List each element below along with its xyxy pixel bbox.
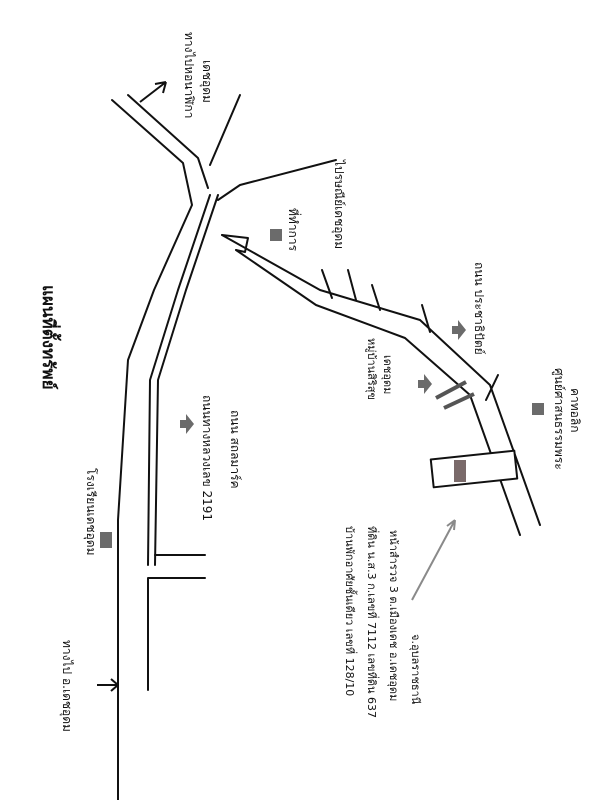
secondary-road-edge-2 — [235, 249, 521, 536]
village-label-2: เดชอุดม — [381, 355, 394, 395]
highway-number-label: ถนนทางหลวงเลข 2191 — [200, 395, 214, 522]
property-pointer-arrow-icon — [411, 519, 456, 601]
secondary-road-edge-1 — [221, 234, 541, 526]
village-row-1 — [435, 380, 467, 400]
religious-center-marker — [532, 403, 544, 415]
property-description-3: หน้าสำรวจ 3 ต.เมืองเดช อ.เดชอุดม — [387, 530, 400, 702]
property-description-2: ที่ดิน น.ส.3 ก.เลขที่ 7112 เลขที่ดิน 637 — [365, 526, 378, 718]
property-description-4: จ.อุบลราชธานี — [409, 634, 422, 705]
road-pointer-icon — [452, 320, 466, 340]
map-title: แผนที่ตั้งทรัพย์ — [38, 285, 58, 390]
village-row-2 — [443, 392, 475, 410]
village-label: หมู่บ้านสิริสุข — [365, 338, 378, 401]
religious-center-label: ศูนย์ศาสนธรรมพระ — [552, 368, 566, 470]
road-branch-top-left — [127, 94, 209, 189]
property-marker — [454, 460, 466, 482]
office-label: ที่ทำการ — [286, 208, 300, 252]
property-description-1: บ้านพักอาศัยชั้นเดียว เลขที่ 128/10 — [343, 526, 356, 697]
property-parcel-outline — [429, 449, 519, 489]
cross-street-2 — [347, 269, 357, 301]
office-marker — [270, 229, 282, 241]
school-label: โรงเรียนเดชอุดม — [84, 468, 98, 556]
side-street-lower — [147, 577, 206, 691]
village-pointer-icon — [418, 374, 432, 394]
school-marker — [100, 532, 112, 548]
cross-street-3 — [371, 284, 381, 311]
north-arrow-icon — [139, 81, 167, 103]
cross-street-4 — [421, 304, 431, 333]
cross-street-5 — [485, 374, 499, 401]
highway-edge-left — [111, 99, 193, 800]
post-office-label: ไปรษณีย์เดชอุดม — [332, 160, 346, 250]
highway-pointer-icon — [180, 414, 194, 434]
secondary-road-entrance — [221, 234, 249, 253]
cross-street-1 — [321, 269, 333, 299]
road-branch-top-right — [209, 94, 241, 166]
highway-name-label: ถนน สถลมาร์ค — [228, 410, 242, 489]
highway-lane-divider-1 — [147, 194, 211, 566]
bottom-arrow-destination: ทางไป อ.เดชอุดม — [60, 640, 74, 732]
religious-center-label-2: คาทอลิก — [568, 388, 582, 433]
highway-lane-divider-2 — [154, 194, 219, 566]
south-arrow-icon — [97, 678, 119, 692]
road-branch-top-right-2 — [217, 159, 337, 201]
road-prachathipat-label: ถนน ประชาธิปัตย์ — [472, 262, 486, 355]
top-arrow-destination-2: เดชอุดม — [200, 60, 214, 103]
top-arrow-destination: ทางไปหอนาฬิกา — [182, 32, 196, 119]
